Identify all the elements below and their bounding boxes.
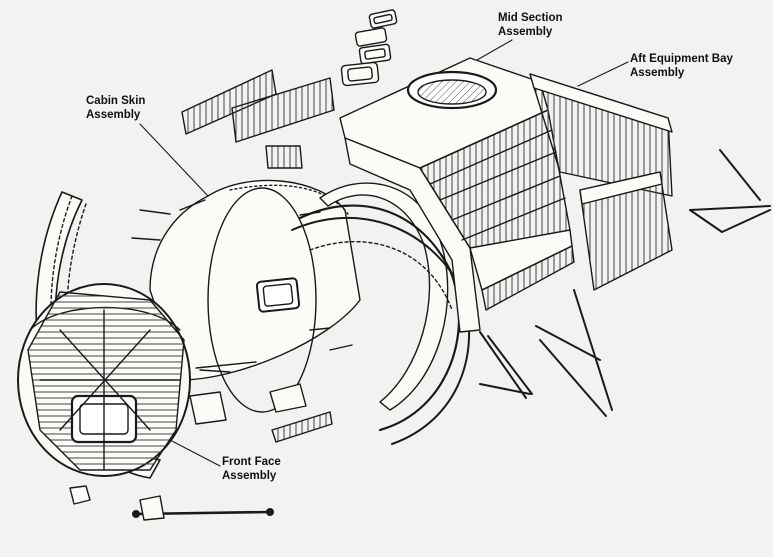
truss-strut-right bbox=[689, 149, 771, 233]
cabin-skin-ring bbox=[207, 187, 317, 413]
label-aft-equipment-bay-line2: Assembly bbox=[630, 67, 685, 79]
stringer-panels bbox=[181, 69, 335, 169]
label-mid-section-line2: Assembly bbox=[498, 26, 553, 38]
label-aft-equipment-bay: Aft Equipment Bay Assembly bbox=[630, 52, 733, 80]
label-aft-equipment-bay-line1: Aft Equipment Bay bbox=[630, 53, 733, 65]
label-cabin-skin-line1: Cabin Skin bbox=[86, 95, 146, 107]
label-front-face-line2: Assembly bbox=[222, 470, 277, 482]
label-front-face-line1: Front Face bbox=[222, 456, 281, 468]
small-frame-parts bbox=[340, 9, 398, 87]
leader-aft-bay bbox=[577, 61, 629, 87]
label-cabin-skin: Cabin Skin Assembly bbox=[86, 94, 145, 122]
front-face-assembly bbox=[17, 191, 191, 479]
cabin-window bbox=[255, 277, 301, 313]
mid-section-assembly bbox=[339, 57, 575, 333]
label-front-face: Front Face Assembly bbox=[222, 455, 281, 483]
small-brackets bbox=[69, 361, 333, 521]
leader-cabin-skin bbox=[139, 123, 209, 197]
label-cabin-skin-line2: Assembly bbox=[86, 109, 141, 121]
label-mid-section-line1: Mid Section bbox=[498, 12, 563, 24]
aft-equipment-bay-assembly bbox=[529, 73, 673, 291]
cabin-skin-assembly bbox=[131, 179, 361, 413]
leader-front-face bbox=[169, 439, 221, 467]
cabin-skin-shell bbox=[149, 179, 361, 381]
label-mid-section: Mid Section Assembly bbox=[498, 11, 563, 39]
